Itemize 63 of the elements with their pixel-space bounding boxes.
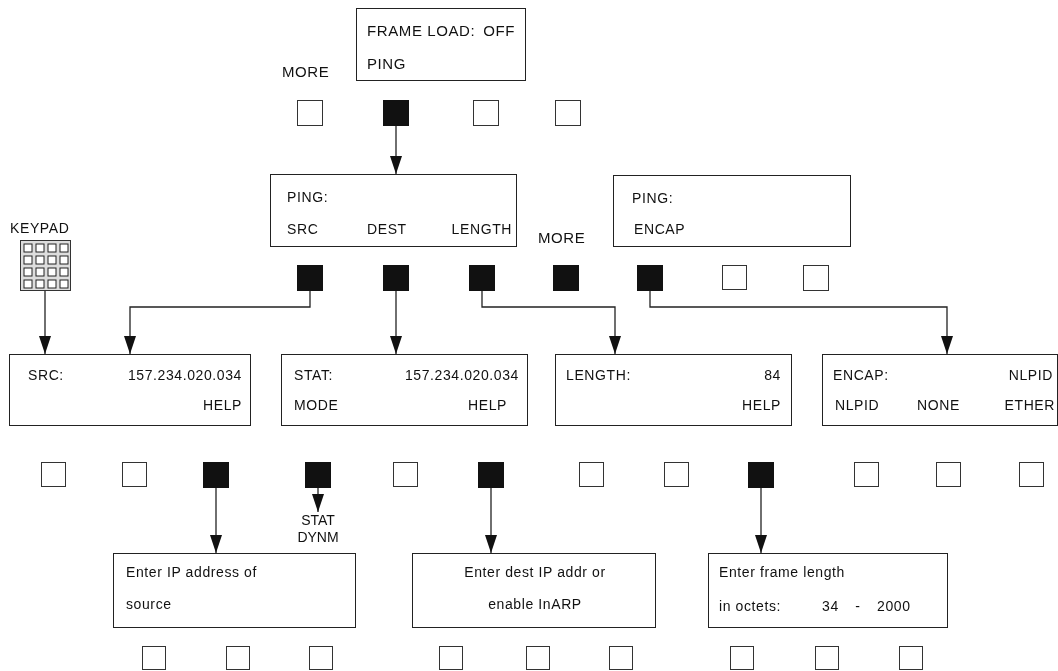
screen-text: FRAME LOAD: bbox=[367, 23, 476, 39]
screen-text: LENGTH: bbox=[566, 367, 631, 383]
arrow bbox=[312, 487, 324, 513]
display-screen bbox=[281, 354, 528, 426]
screen-text: LENGTH bbox=[451, 221, 512, 237]
screen-text: ENCAP: bbox=[833, 367, 889, 383]
softkey-pressed bbox=[637, 265, 663, 291]
screen-text: ENCAP bbox=[634, 221, 686, 237]
display-screen bbox=[9, 354, 251, 426]
screen-text: SRC: bbox=[28, 367, 64, 383]
screen-text: PING bbox=[367, 56, 407, 72]
screen-text: STAT: bbox=[294, 367, 334, 383]
screen-text: NONE bbox=[917, 397, 960, 413]
display-screen bbox=[613, 175, 851, 247]
arrow bbox=[124, 290, 311, 355]
arrow bbox=[649, 290, 953, 355]
screen-text: DEST bbox=[367, 221, 407, 237]
softkey-pressed bbox=[469, 265, 495, 291]
screen-text: HELP bbox=[203, 397, 242, 413]
arrow bbox=[755, 487, 767, 554]
display-screen bbox=[113, 553, 356, 628]
screen-text: ETHER bbox=[1004, 397, 1055, 413]
softkey-pressed bbox=[553, 265, 579, 291]
softkey-pressed bbox=[305, 462, 331, 488]
arrow bbox=[390, 125, 402, 175]
screen-text: in octets: bbox=[719, 598, 782, 614]
screen-text: NLPID bbox=[1008, 367, 1053, 383]
display-screen bbox=[822, 354, 1058, 426]
screen-text: 34 - 2000 bbox=[822, 598, 911, 614]
softkey-pressed bbox=[203, 462, 229, 488]
option-text: STAT DYNM bbox=[296, 512, 340, 546]
softkey-pressed bbox=[297, 265, 323, 291]
screen-text: HELP bbox=[468, 397, 507, 413]
softkey-pressed bbox=[748, 462, 774, 488]
screen-text: NLPID bbox=[835, 397, 880, 413]
screen-text: PING: bbox=[287, 189, 329, 205]
arrow bbox=[485, 487, 497, 554]
display-screen bbox=[412, 553, 656, 628]
screen-text: Enter frame length bbox=[719, 564, 845, 580]
key-label: MORE bbox=[538, 230, 586, 246]
key-label: MORE bbox=[282, 64, 330, 80]
softkey-pressed bbox=[478, 462, 504, 488]
screen-text: Enter dest IP addr or enable InARP bbox=[463, 563, 607, 614]
keypad-label: KEYPAD bbox=[10, 220, 70, 236]
screen-text: HELP bbox=[742, 397, 781, 413]
arrow bbox=[390, 290, 402, 355]
screen-text: Enter IP address of source bbox=[126, 563, 258, 614]
arrow bbox=[39, 290, 51, 355]
display-screen bbox=[356, 8, 526, 81]
screen-text: 84 bbox=[764, 367, 781, 383]
screen-text: MODE bbox=[294, 397, 339, 413]
softkey-pressed bbox=[383, 265, 409, 291]
softkey-pressed bbox=[383, 100, 409, 126]
arrow bbox=[481, 290, 621, 355]
arrow bbox=[210, 487, 222, 554]
display-screen bbox=[708, 553, 948, 628]
screen-text: PING: bbox=[632, 190, 674, 206]
screen-text: 157.234.020.034 bbox=[127, 367, 242, 383]
screen-text: SRC bbox=[287, 221, 319, 237]
display-screen bbox=[270, 174, 517, 247]
screen-text: OFF bbox=[483, 23, 515, 39]
display-screen bbox=[555, 354, 792, 426]
screen-text: 157.234.020.034 bbox=[404, 367, 519, 383]
